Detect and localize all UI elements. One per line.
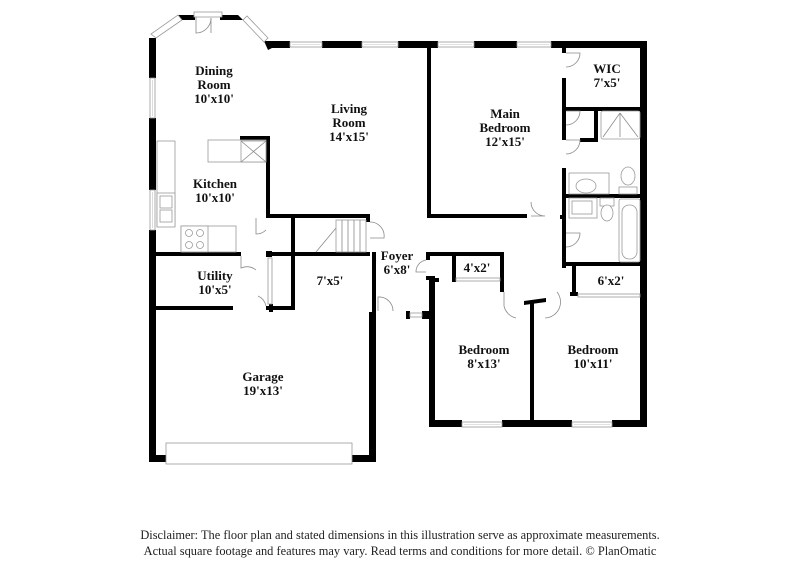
storage-size: 7'x5': [317, 273, 344, 288]
dining-exterior-door: [195, 17, 212, 34]
foyer-label: Foyer: [381, 248, 414, 263]
utility-garage-door: [257, 295, 267, 307]
wic-door: [565, 52, 581, 68]
main-bedroom-label: Main: [490, 106, 520, 121]
interior-walls: [156, 45, 644, 427]
utility-door: [240, 256, 257, 271]
kitchen-size: 10'x10': [195, 190, 235, 205]
garage-door: [165, 442, 353, 465]
bath2-door: [565, 232, 581, 248]
garage-label: Garage: [242, 369, 283, 384]
bedroom3-size: 10'x11': [573, 356, 612, 371]
living-room-label: Living: [331, 101, 368, 116]
disclaimer-line-1: Disclaimer: The floor plan and stated di…: [140, 528, 660, 542]
svg-text:Bedroom: Bedroom: [479, 120, 530, 135]
dining-room-size: 10'x10': [194, 91, 234, 106]
main-bedroom-door: [530, 201, 546, 217]
closet-6x2-size: 6'x2': [598, 273, 625, 288]
closet-4x2-size: 4'x2': [464, 260, 491, 275]
fixtures: [156, 110, 641, 465]
foyer-size: 6'x8': [384, 262, 411, 277]
utility-size: 10'x5': [198, 282, 231, 297]
utility-label: Utility: [197, 268, 233, 283]
windows: [149, 11, 613, 428]
bedroom3-door: [544, 291, 561, 319]
shower: [600, 110, 641, 140]
bedroom2-label: Bedroom: [458, 342, 509, 357]
shower-room-door: [565, 110, 581, 126]
doors: [195, 17, 581, 319]
foyer-closet-door: [415, 259, 427, 273]
stairs: [335, 219, 367, 253]
stair-closet-door: [369, 221, 385, 239]
exterior-walls: [149, 15, 647, 462]
bath-door: [565, 139, 581, 155]
svg-text:Room: Room: [332, 115, 365, 130]
main-bedroom-size: 12'x15': [485, 134, 525, 149]
bedroom3-label: Bedroom: [567, 342, 618, 357]
wic-label: WIC: [593, 61, 620, 76]
bedroom2-size: 8'x13': [467, 356, 500, 371]
stove: [180, 225, 209, 253]
dining-room-label: Dining: [195, 63, 233, 78]
kitchen-utility-door: [255, 218, 267, 235]
wic-size: 7'x5': [594, 75, 621, 90]
garage-size: 19'x13': [243, 383, 283, 398]
svg-text:Room: Room: [197, 77, 230, 92]
kitchen-label: Kitchen: [193, 176, 238, 191]
front-door: [377, 296, 394, 312]
living-room-size: 14'x15': [329, 129, 369, 144]
toilet: [620, 166, 636, 186]
room-labels: Dining Room 10'x10' Living Room 14'x15' …: [193, 61, 624, 398]
bedroom2-door: [503, 292, 517, 319]
toilet-2: [600, 204, 614, 222]
disclaimer-line-2: Actual square footage and features may v…: [143, 544, 657, 558]
